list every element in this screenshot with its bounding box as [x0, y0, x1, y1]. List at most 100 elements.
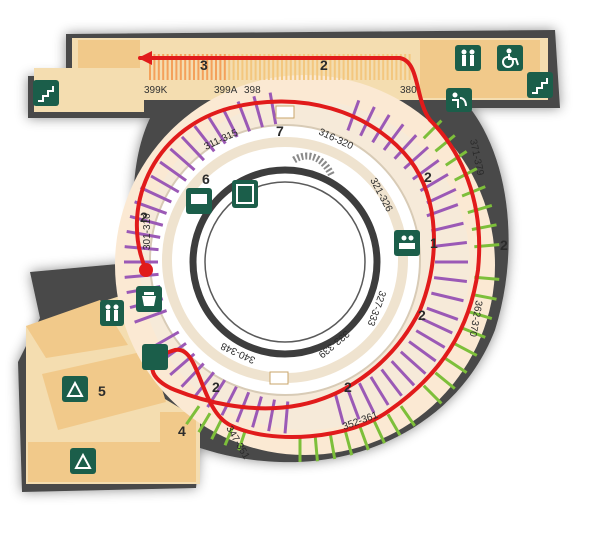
- stand-tick-purple: [371, 114, 391, 144]
- stand-tick-purple: [268, 92, 278, 125]
- stand-tick-green: [422, 384, 443, 405]
- stall-399k: 399K: [144, 85, 168, 96]
- elevator-icon-left[interactable]: [62, 376, 88, 402]
- vendor-icon[interactable]: [186, 188, 212, 214]
- zone-label-4: 4: [178, 423, 186, 439]
- stand-tick-purple: [412, 159, 440, 181]
- stand-tick-purple: [126, 229, 161, 239]
- info-desk-icon[interactable]: [394, 230, 420, 256]
- section-301-310: 301-310: [142, 213, 153, 250]
- stand-tick-green: [471, 223, 497, 231]
- stand-tick-purple: [124, 272, 159, 279]
- stand-tick-purple: [426, 306, 459, 321]
- zone-label-5: 5: [98, 383, 106, 399]
- stand-tick-purple: [408, 340, 437, 363]
- ramp: [292, 152, 336, 178]
- stand-tick-green: [358, 426, 370, 451]
- stand-tick-purple: [221, 107, 239, 138]
- stand-tick-green: [329, 435, 337, 460]
- zone-label-6: 6: [202, 171, 210, 187]
- route-start-marker: [139, 263, 153, 277]
- stand-tick-purple: [207, 115, 227, 145]
- stand-tick-purple: [415, 329, 446, 349]
- elevator-icon-center[interactable]: [232, 180, 258, 208]
- stall-399a: 399A: [214, 85, 238, 96]
- stand-tick-purple: [134, 309, 168, 324]
- stand-tick-purple: [169, 147, 196, 172]
- wheelchair-icon[interactable]: [497, 45, 523, 71]
- stand-tick-green: [467, 310, 493, 321]
- stand-tick-green: [471, 293, 497, 301]
- zone-label-2-top: 2: [320, 57, 328, 73]
- restroom-icon-left[interactable]: [100, 300, 124, 326]
- stand-tick-purple: [433, 241, 468, 248]
- stand-tick-purple: [431, 221, 464, 233]
- route-path: [134, 56, 482, 439]
- zone-label-7: 7: [276, 123, 284, 139]
- zone-label-1: 1: [430, 235, 438, 251]
- stairs-icon-right[interactable]: [527, 72, 553, 98]
- stand-tick-purple: [380, 368, 403, 397]
- family-restroom-icon[interactable]: [446, 88, 472, 112]
- stand-tick-green: [399, 405, 416, 427]
- stand-tick-green: [237, 428, 248, 451]
- stand-tick-green: [461, 326, 486, 339]
- elevator-icon[interactable]: [142, 344, 168, 370]
- stand-tick-purple: [180, 362, 205, 388]
- stand-tick-green: [185, 405, 201, 426]
- left-block-middle: [42, 350, 166, 430]
- stand-tick-purple: [180, 135, 206, 162]
- stand-tick-green: [467, 203, 493, 214]
- seating-stands: [124, 92, 500, 462]
- stand-tick-green: [313, 437, 319, 462]
- stand-tick-purple: [421, 317, 453, 335]
- stand-tick-green: [344, 431, 354, 456]
- stand-tick-purple: [393, 134, 418, 160]
- stand-tick-green: [444, 357, 468, 374]
- stand-tick-green: [434, 134, 456, 153]
- stand-tick-purple: [426, 187, 457, 205]
- stand-tick-green: [434, 371, 456, 390]
- stand-tick-purple: [403, 146, 430, 170]
- food-icon[interactable]: [136, 286, 162, 312]
- stand-tick-purple: [358, 382, 376, 414]
- stairs-icon[interactable]: [33, 80, 59, 106]
- stand-tick-purple: [369, 376, 390, 406]
- stand-tick-purple: [139, 186, 172, 204]
- zone-label-3: 3: [200, 57, 208, 73]
- field-ring-inner: [204, 181, 366, 343]
- stand-tick-green: [197, 412, 212, 433]
- zone-label-2-bottom: 2: [344, 379, 352, 395]
- zone-label-2-right-far: 2: [500, 237, 508, 253]
- stand-tick-purple: [399, 350, 427, 375]
- stall-398: 398: [244, 85, 261, 96]
- stand-tick-purple: [159, 160, 187, 182]
- box-7-top: [275, 105, 295, 119]
- stand-tick-purple: [390, 360, 416, 387]
- stand-tick-purple: [150, 174, 180, 194]
- stand-tick-purple: [193, 125, 216, 153]
- zone-label-2-right-upper: 2: [424, 169, 432, 185]
- stand-tick-purple: [251, 396, 263, 428]
- route-arrowhead: [138, 51, 152, 65]
- stand-tick-purple: [333, 392, 345, 425]
- stand-tick-green: [223, 424, 235, 446]
- stand-tick-green: [454, 342, 478, 357]
- stand-tick-green: [386, 413, 402, 436]
- box-7-bottom: [269, 371, 289, 385]
- stand-tick-purple: [345, 387, 361, 420]
- stand-tick-green: [210, 418, 223, 440]
- stand-tick-green: [422, 119, 443, 140]
- stall-380: 380: [400, 85, 417, 96]
- restroom-icon[interactable]: [455, 45, 481, 71]
- elevator-icon-bottom[interactable]: [70, 448, 96, 474]
- zone-label-2-left: 2: [140, 209, 148, 225]
- stand-tick-purple: [220, 386, 238, 416]
- zone-label-2-bottom-left: 2: [212, 379, 220, 395]
- stand-tick-purple: [431, 291, 464, 303]
- stand-tick-purple: [267, 399, 276, 432]
- stand-tick-purple: [382, 123, 405, 151]
- zone-label-2-right-lower: 2: [418, 307, 426, 323]
- stand-tick-purple: [124, 245, 159, 252]
